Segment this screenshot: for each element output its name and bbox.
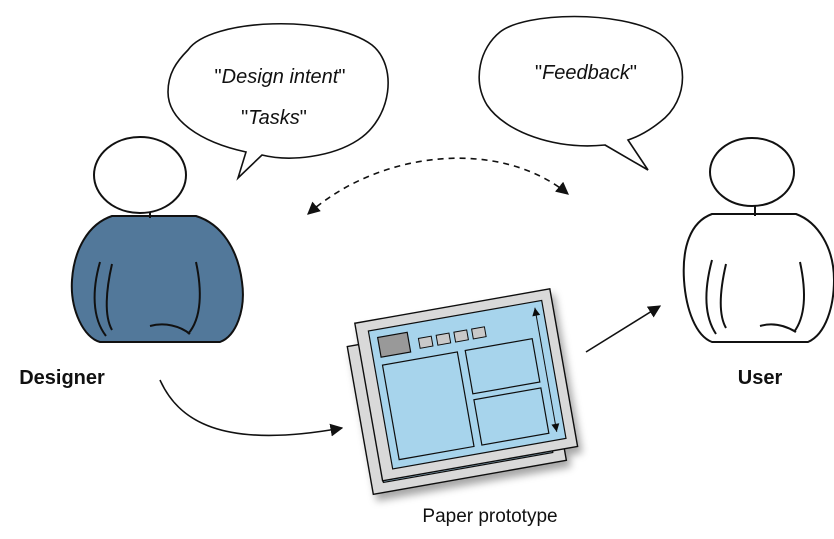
designer-head: [93, 136, 187, 214]
user-figure: [682, 137, 834, 343]
prototype-logo-box: [376, 331, 412, 358]
dialogue-arrow: [307, 157, 569, 215]
user-speech-bubble: "Feedback": [478, 15, 684, 171]
designer-speech-bubble: "Design intent" "Tasks": [167, 22, 389, 181]
user-speech-text: "Feedback": [535, 62, 637, 84]
prototype-to-user-arrow: [585, 305, 662, 353]
user-body: [682, 213, 834, 343]
paper-prototype: [346, 288, 579, 496]
designer-figure: [70, 136, 244, 343]
prototype-label: Paper prototype: [422, 506, 557, 527]
user-label: User: [738, 367, 783, 389]
designer-to-prototype-arrow: [159, 379, 344, 437]
designer-label: Designer: [19, 367, 105, 389]
designer-body: [70, 215, 244, 343]
prototype-front-sheet: [354, 288, 579, 482]
user-head: [709, 137, 795, 207]
designer-speech-line-2: "Tasks": [241, 107, 307, 129]
designer-speech-line-1: "Design intent": [215, 66, 346, 88]
